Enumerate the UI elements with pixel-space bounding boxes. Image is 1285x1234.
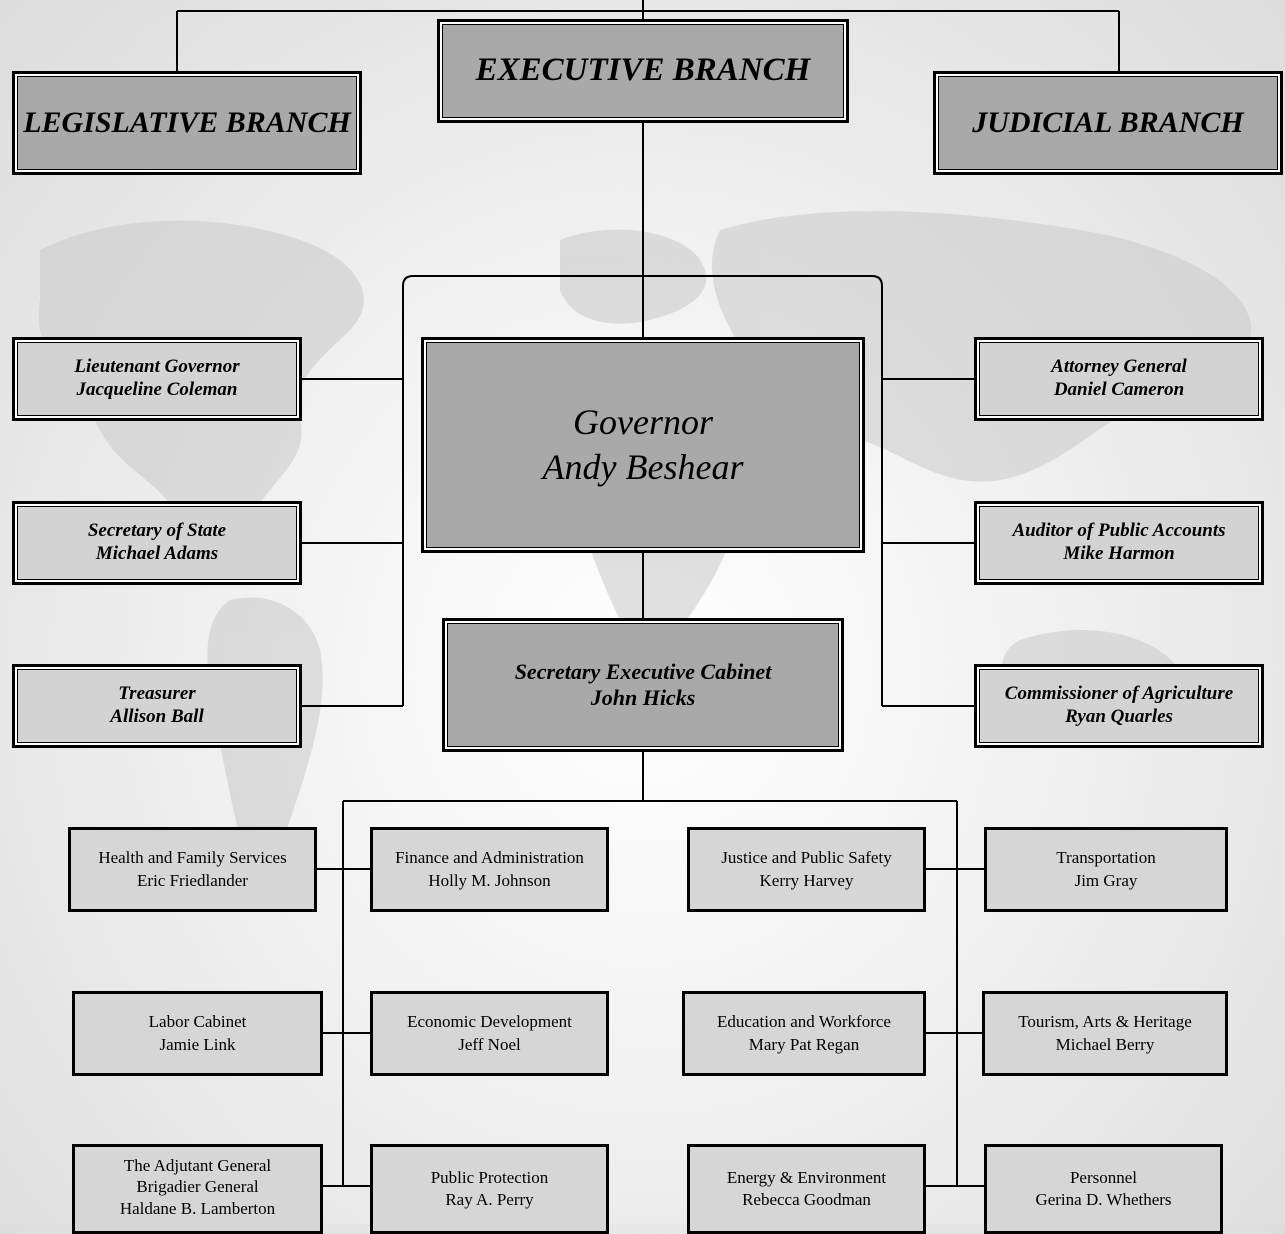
judicial-branch-label: JUDICIAL BRANCH [972, 106, 1244, 139]
lt-governor-box: Lieutenant Governor Jacqueline Coleman [12, 337, 302, 421]
cabinet-connectors-right [925, 868, 985, 1187]
justice-cabinet-title: Justice and Public Safety [721, 848, 892, 868]
personnel-cabinet-box: Personnel Gerina D. Whethers [984, 1144, 1223, 1234]
personnel-cabinet-name: Gerina D. Whethers [1035, 1190, 1172, 1210]
education-cabinet-box: Education and Workforce Mary Pat Regan [682, 991, 926, 1076]
secretary-of-state-name: Michael Adams [95, 543, 219, 564]
legislative-branch-box: LEGISLATIVE BRANCH [12, 71, 362, 175]
finance-cabinet-title: Finance and Administration [395, 848, 584, 868]
secretary-to-cabinets [342, 750, 958, 1186]
energy-cabinet-name: Rebecca Goodman [742, 1190, 871, 1210]
finance-cabinet-box: Finance and Administration Holly M. John… [370, 827, 609, 912]
secretary-of-state-box: Secretary of State Michael Adams [12, 501, 302, 585]
tourism-cabinet-box: Tourism, Arts & Heritage Michael Berry [982, 991, 1228, 1076]
agriculture-box: Commissioner of Agriculture Ryan Quarles [974, 664, 1264, 748]
economic-cabinet-title: Economic Development [407, 1012, 572, 1032]
secretary-cabinet-box: Secretary Executive Cabinet John Hicks [442, 618, 844, 752]
treasurer-name: Allison Ball [110, 706, 204, 727]
legislative-branch-label: LEGISLATIVE BRANCH [23, 106, 351, 139]
auditor-title: Auditor of Public Accounts [1012, 520, 1226, 542]
cabinet-connectors-left [316, 868, 371, 1187]
attorney-general-box: Attorney General Daniel Cameron [974, 337, 1264, 421]
health-cabinet-name: Eric Friedlander [137, 870, 248, 890]
education-cabinet-title: Education and Workforce [717, 1012, 891, 1032]
energy-cabinet-title: Energy & Environment [726, 1168, 887, 1187]
transportation-cabinet-name: Jim Gray [1074, 870, 1138, 890]
protection-cabinet-name: Ray A. Perry [445, 1190, 534, 1210]
transportation-cabinet-title: Transportation [1056, 848, 1156, 868]
health-cabinet-title: Health and Family Services [98, 848, 287, 868]
officer-connectors-right [882, 378, 976, 707]
governor-title: Governor [573, 402, 713, 442]
auditor-name: Mike Harmon [1063, 543, 1175, 564]
treasurer-box: Treasurer Allison Ball [12, 664, 302, 748]
adjutant-cabinet-title: The Adjutant General [123, 1156, 272, 1175]
attorney-general-name: Daniel Cameron [1053, 379, 1185, 400]
justice-cabinet-name: Kerry Harvey [759, 870, 854, 890]
officer-connectors-left [300, 378, 403, 707]
auditor-box: Auditor of Public Accounts Mike Harmon [974, 501, 1264, 585]
labor-cabinet-name: Jamie Link [159, 1034, 236, 1054]
top-connector [176, 0, 1120, 72]
agriculture-name: Ryan Quarles [1065, 706, 1173, 727]
justice-cabinet-box: Justice and Public Safety Kerry Harvey [687, 827, 926, 912]
transportation-cabinet-box: Transportation Jim Gray [984, 827, 1228, 912]
labor-cabinet-title: Labor Cabinet [148, 1012, 247, 1032]
economic-cabinet-box: Economic Development Jeff Noel [370, 991, 609, 1076]
judicial-branch-box: JUDICIAL BRANCH [933, 71, 1283, 175]
energy-cabinet-box: Energy & Environment Rebecca Goodman [687, 1144, 926, 1234]
health-cabinet-box: Health and Family Services Eric Friedlan… [68, 827, 317, 912]
labor-cabinet-box: Labor Cabinet Jamie Link [72, 991, 323, 1076]
officer-rail [402, 275, 883, 706]
lt-governor-name: Jacqueline Coleman [76, 379, 238, 400]
secretary-cabinet-name: John Hicks [590, 685, 696, 710]
secretary-cabinet-title: Secretary Executive Cabinet [514, 658, 772, 684]
economic-cabinet-name: Jeff Noel [458, 1034, 521, 1054]
education-cabinet-name: Mary Pat Regan [748, 1034, 860, 1054]
protection-cabinet-box: Public Protection Ray A. Perry [370, 1144, 609, 1234]
personnel-cabinet-title: Personnel [1069, 1168, 1138, 1187]
tourism-cabinet-title: Tourism, Arts & Heritage [1018, 1012, 1192, 1032]
secretary-of-state-title: Secretary of State [87, 520, 227, 542]
tourism-cabinet-name: Michael Berry [1055, 1034, 1155, 1054]
executive-branch-label: EXECUTIVE BRANCH [475, 52, 811, 89]
governor-name: Andy Beshear [542, 447, 744, 487]
attorney-general-title: Attorney General [1051, 356, 1187, 378]
treasurer-title: Treasurer [118, 683, 196, 705]
lt-governor-title: Lieutenant Governor [74, 356, 240, 378]
adjutant-cabinet-rank: Brigadier General [136, 1177, 259, 1197]
adjutant-cabinet-box: The Adjutant General Brigadier General H… [72, 1144, 323, 1234]
protection-cabinet-title: Public Protection [430, 1168, 549, 1187]
adjutant-cabinet-name: Haldane B. Lamberton [119, 1198, 276, 1218]
finance-cabinet-name: Holly M. Johnson [428, 870, 551, 890]
governor-box: Governor Andy Beshear [421, 337, 865, 553]
executive-branch-box: EXECUTIVE BRANCH [437, 19, 849, 123]
agriculture-title: Commissioner of Agriculture [1004, 683, 1234, 705]
